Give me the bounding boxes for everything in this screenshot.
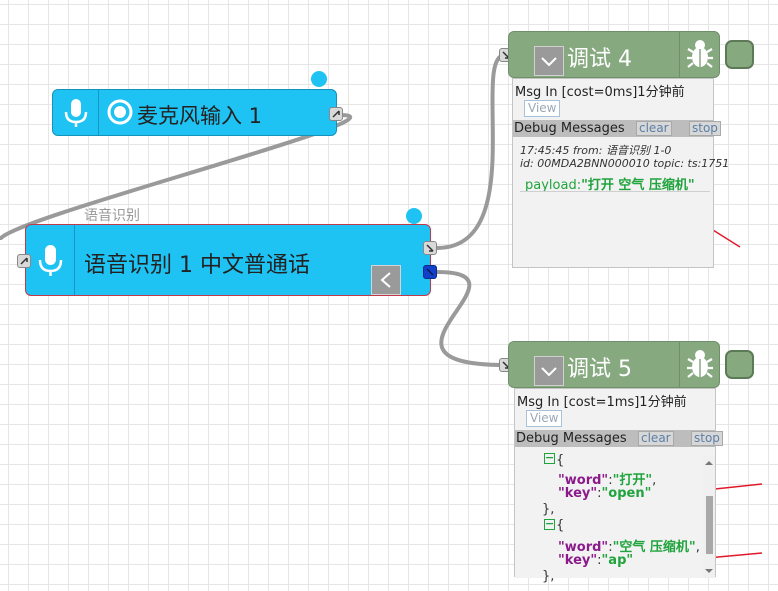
mic-node-label: 麦克风输入 1 <box>137 104 263 128</box>
json-row-word-2: "word":"空气 压缩机", <box>558 536 700 555</box>
microphone-icon <box>64 99 88 127</box>
wire-asr-to-debug4 <box>436 53 506 250</box>
json-row-word-1: "word":"打开", <box>558 469 656 488</box>
debug4-stop-button[interactable]: stop <box>689 121 721 136</box>
json-colon: : <box>597 486 602 501</box>
json-value: "open" <box>601 486 652 501</box>
debug5-clear-button[interactable]: clear <box>638 431 674 446</box>
json-key: "word" <box>558 540 609 555</box>
debug4-message-list: 17:45:45 from: 语音识别 1-0 id: 00MDA2BNN000… <box>513 137 729 267</box>
debug4-payload-value: "打开 空气 压缩机" <box>581 178 695 193</box>
expand-chevron-icon[interactable] <box>534 46 564 76</box>
asr-icon-strip <box>26 225 75 295</box>
asr-node-caption: 语音识别 <box>84 208 140 224</box>
asr-status-dot <box>406 208 422 224</box>
debug5-title: 调试 5 <box>567 357 632 382</box>
scrollbar-thumb[interactable] <box>706 496 713 554</box>
debug4-payload: payload:"打开 空气 压缩机" <box>525 174 695 193</box>
debug5-bar-title: Debug Messages <box>516 431 627 446</box>
scroll-down-arrow-icon[interactable] <box>703 566 715 576</box>
fold-toggle-icon[interactable]: − <box>544 517 555 530</box>
debug5-messages-bar: Debug Messages clear stop <box>515 430 723 447</box>
json-colon: : <box>597 553 602 568</box>
output-port-icon[interactable] <box>329 107 343 121</box>
mic-status-dot <box>311 71 327 87</box>
mic-input-node[interactable]: 麦克风输入 1 <box>52 89 343 136</box>
debug4-clear-button[interactable]: clear <box>636 121 672 136</box>
debug4-meta-line-1: 17:45:45 from: 语音识别 1-0 <box>520 144 672 157</box>
debug5-stop-button[interactable]: stop <box>691 431 723 446</box>
json-value: "打开" <box>612 473 653 488</box>
wire-mic-to-asr <box>0 113 353 242</box>
json-colon: : <box>608 540 613 555</box>
json-value: "ap" <box>601 553 634 568</box>
json-key: "word" <box>558 473 609 488</box>
debug5-scrollbar[interactable] <box>703 456 715 578</box>
scroll-up-arrow-icon[interactable] <box>703 458 715 468</box>
collapse-chevron-icon[interactable] <box>371 265 401 295</box>
status-ring-icon <box>107 99 133 125</box>
bug-icon <box>687 350 713 378</box>
debug4-panel: Msg In [cost=0ms]1分钟前 View Debug Message… <box>512 78 729 268</box>
debug4-title: 调试 4 <box>567 47 632 72</box>
debug5-view-button[interactable]: View <box>526 410 563 427</box>
json-open-brace: { <box>556 518 565 533</box>
debug5-node[interactable]: 调试 5 <box>508 341 720 388</box>
asr-node[interactable]: 语音识别 1 中文普通话 <box>25 224 431 296</box>
bug-icon <box>687 40 713 68</box>
json-colon: : <box>608 473 613 488</box>
mic-icon-strip <box>53 90 99 135</box>
debug4-messages-bar: Debug Messages clear stop <box>513 120 721 137</box>
fold-toggle-icon[interactable]: − <box>544 451 555 464</box>
json-key: "key" <box>558 486 598 501</box>
json-value: "空气 压缩机" <box>612 540 696 555</box>
json-comma: , <box>695 540 700 555</box>
asr-input-port-icon[interactable] <box>17 254 31 268</box>
debug4-msg-in: Msg In [cost=0ms]1分钟前 <box>515 85 685 100</box>
bug-icon-strip <box>679 342 720 387</box>
wire-asr-to-debug5 <box>436 270 506 367</box>
debug5-msg-in: Msg In [cost=1ms]1分钟前 <box>517 395 687 410</box>
json-close-brace: }, <box>542 569 555 584</box>
debug5-json-view: − { "word":"打开", "key":"open" }, − { "wo… <box>515 451 715 584</box>
debug4-view-button[interactable]: View <box>524 100 561 117</box>
bug-icon-strip <box>679 32 720 77</box>
json-key: "key" <box>558 553 598 568</box>
expand-chevron-icon[interactable] <box>534 356 564 386</box>
json-open-brace: { <box>556 453 565 468</box>
microphone-icon <box>38 245 63 276</box>
debug4-divider <box>520 191 710 192</box>
asr-output-port-2-icon[interactable] <box>423 265 437 279</box>
debug4-payload-key: payload: <box>525 178 582 193</box>
debug5-panel: Msg In [cost=1ms]1分钟前 View Debug Message… <box>514 388 723 584</box>
debug4-bar-title: Debug Messages <box>514 121 625 136</box>
json-row-key-2: "key":"ap" <box>558 553 633 568</box>
asr-node-label: 语音识别 1 中文普通话 <box>84 253 310 278</box>
debug5-enable-toggle[interactable] <box>725 350 754 379</box>
json-close-brace: }, <box>542 502 555 517</box>
debug4-meta-line-2: id: 00MDA2BNN000010 topic: ts:1751 <box>520 157 730 170</box>
json-row-key-1: "key":"open" <box>558 486 651 501</box>
debug4-enable-toggle[interactable] <box>725 40 754 69</box>
debug4-node[interactable]: 调试 4 <box>508 31 720 78</box>
json-comma: , <box>652 473 657 488</box>
asr-output-port-1-icon[interactable] <box>423 241 437 255</box>
